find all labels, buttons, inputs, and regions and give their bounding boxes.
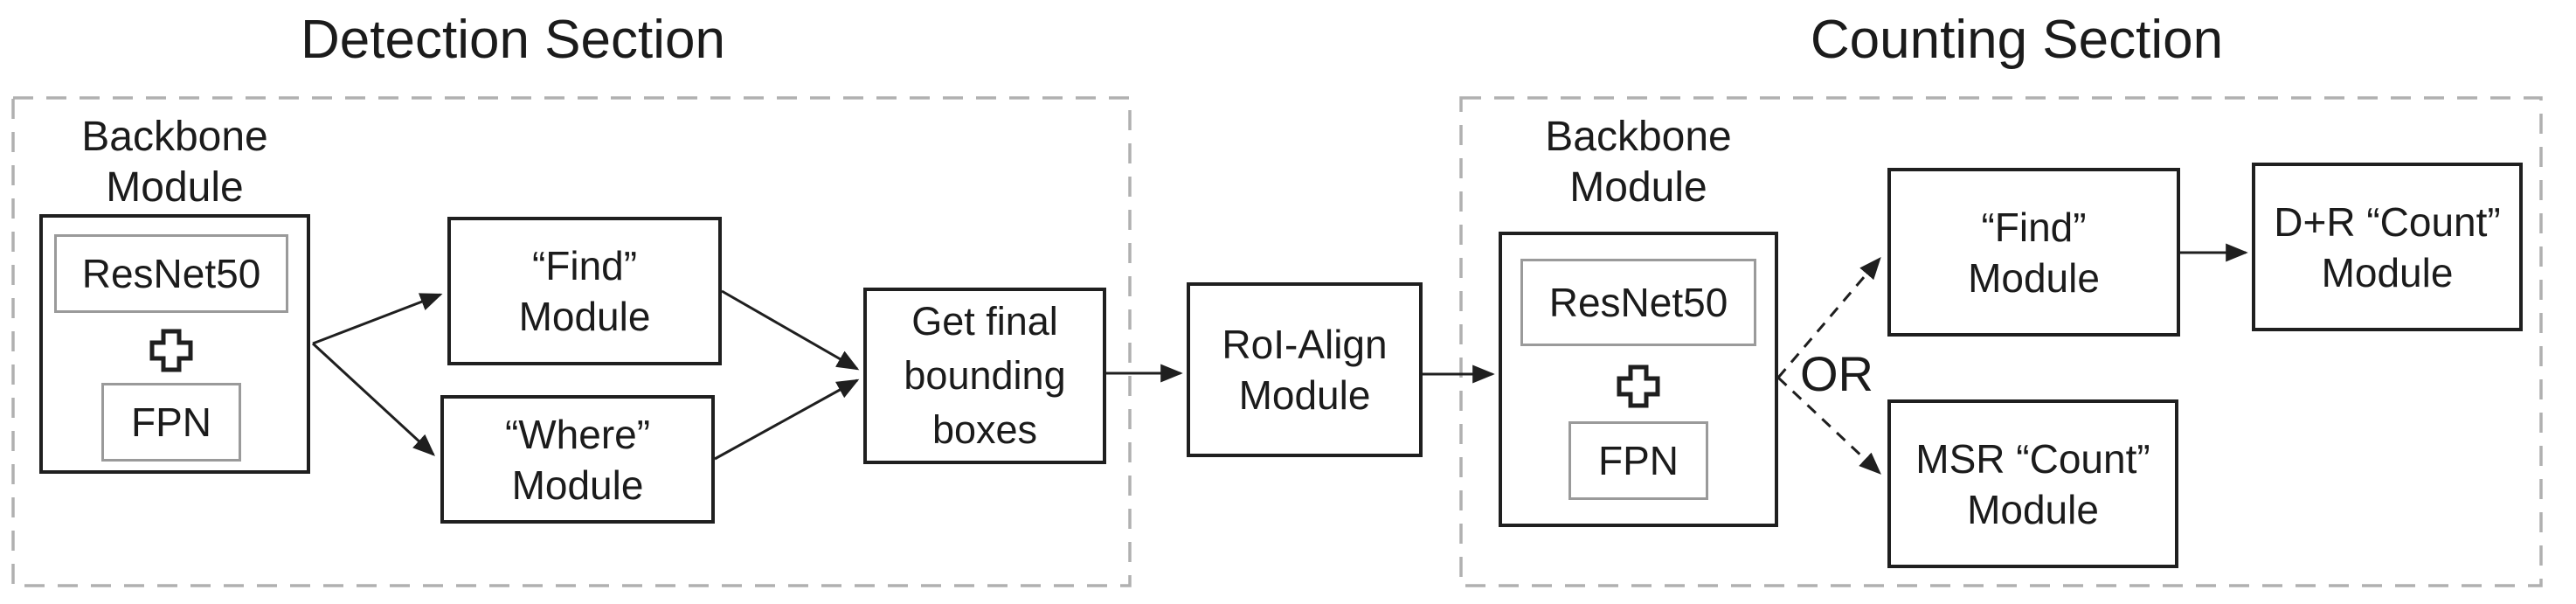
get-final-line2: bounding (904, 353, 1066, 398)
roi-align-line2: Module (1238, 372, 1371, 418)
counting-resnet50-box: ResNet50 (1520, 259, 1756, 346)
arrow-find-to-getfinal (721, 289, 860, 371)
get-final-line3: boxes (931, 407, 1038, 452)
counting-find-line1: “Find” (1981, 204, 2087, 250)
arrow-backbone-to-where (311, 342, 435, 456)
detection-backbone-label: Backbone Module (35, 112, 315, 213)
detection-backbone-label-line1: Backbone (81, 114, 268, 160)
counting-find-line2: Module (1968, 254, 2100, 301)
detection-resnet50-box: ResNet50 (54, 234, 288, 313)
roi-align-module-box: RoI-Align Module (1187, 282, 1423, 457)
arrow-where-to-getfinal (714, 378, 860, 461)
detection-resnet50-label: ResNet50 (81, 251, 261, 296)
counting-backbone-label-line2: Module (1569, 164, 1707, 211)
roi-align-line1: RoI-Align (1222, 322, 1388, 367)
find-module-line2: Module (518, 294, 651, 339)
detection-fpn-label: FPN (131, 399, 211, 445)
counting-find-module-box: “Find” Module (1887, 168, 2180, 337)
dr-count-line2: Module (2321, 249, 2454, 295)
find-module-line1: “Find” (531, 243, 638, 288)
counting-section-title: Counting Section (1810, 10, 2224, 70)
counting-fpn-label: FPN (1598, 438, 1679, 483)
msr-count-module-box: MSR “Count” Module (1887, 399, 2178, 568)
counting-backbone-label: Backbone Module (1499, 112, 1778, 213)
where-module-line1: “Where” (504, 411, 651, 457)
detection-find-module-box: “Find” Module (447, 217, 722, 365)
detection-section-title: Detection Section (301, 10, 725, 70)
counting-resnet50-label: ResNet50 (1548, 280, 1728, 325)
plus-cross-icon (149, 329, 193, 372)
get-final-bounding-boxes-box: Get final bounding boxes (863, 288, 1106, 464)
counting-backbone-label-line1: Backbone (1545, 114, 1732, 160)
msr-count-line2: Module (1967, 486, 2099, 532)
detection-fpn-box: FPN (101, 383, 241, 462)
plus-cross-icon (1617, 364, 1660, 408)
dr-count-line1: D+R “Count” (2274, 198, 2501, 245)
counting-fpn-box: FPN (1568, 421, 1708, 500)
arrow-backbone-to-find (312, 293, 443, 345)
detection-where-module-box: “Where” Module (440, 395, 715, 524)
detection-backbone-label-line2: Module (106, 164, 244, 211)
msr-count-line1: MSR “Count” (1915, 435, 2150, 482)
or-label: OR (1800, 346, 1873, 401)
get-final-line1: Get final (911, 299, 1058, 344)
dr-count-module-box: D+R “Count” Module (2252, 163, 2523, 331)
where-module-line2: Module (511, 462, 644, 508)
